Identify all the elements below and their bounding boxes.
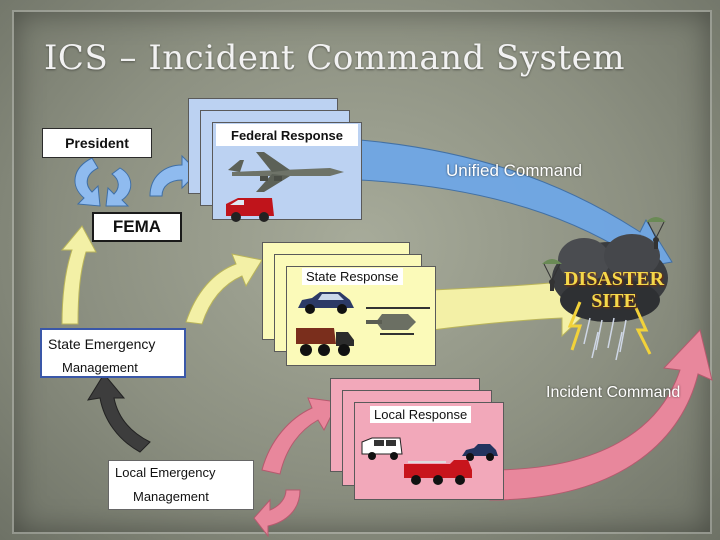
local-emergency-management-line1: Local Emergency: [115, 465, 216, 480]
helicopter-icon: [366, 307, 430, 335]
local-emergency-management-line2: Management: [133, 489, 209, 504]
state-to-disaster-arrow: [431, 260, 601, 338]
suv-icon: [361, 437, 403, 460]
parachutist-icon: [646, 217, 666, 249]
state-emergency-management-line2: Management: [62, 360, 138, 375]
president-label: President: [42, 128, 152, 158]
parachutist-icon: [542, 259, 562, 291]
state-emergency-management-line1: State Emergency: [48, 336, 156, 352]
cargo-plane-icon: [228, 152, 344, 192]
president-loop-arrow-right: [105, 167, 132, 207]
federal-to-disaster-arrow: [359, 139, 673, 271]
slide-frame: [12, 10, 712, 534]
storm-cloud-icon: [552, 234, 668, 361]
local-to-state-em-arrow: [86, 373, 151, 453]
slide-title: ICS – Incident Command System: [44, 38, 626, 78]
unified-command-label: Unified Command: [446, 161, 583, 180]
local-return-arrow: [253, 489, 301, 538]
van-icon: [226, 198, 274, 222]
state-em-to-state-response-arrow: [185, 253, 263, 325]
local-em-to-local-response-arrow: [261, 397, 339, 475]
dump-truck-icon: [296, 328, 354, 356]
disaster-site-label: DISASTER SITE: [563, 268, 665, 312]
federal-response-label: Federal Response: [216, 124, 358, 146]
local-to-disaster-arrow: [489, 328, 713, 501]
car-icon: [298, 292, 354, 314]
president-loop-arrow-left: [74, 157, 101, 207]
fire-truck-icon: [404, 460, 472, 485]
state-response-label: State Response: [302, 268, 403, 285]
local-emergency-management-box: Local Emergency Management: [108, 460, 254, 510]
state-emergency-management-box: State Emergency Management: [40, 328, 186, 378]
incident-command-label: Incident Command: [546, 384, 681, 401]
fema-up-arrow: [60, 225, 97, 325]
fema-label: FEMA: [92, 212, 182, 242]
local-response-label: Local Response: [370, 406, 472, 423]
car-icon: [462, 444, 498, 461]
